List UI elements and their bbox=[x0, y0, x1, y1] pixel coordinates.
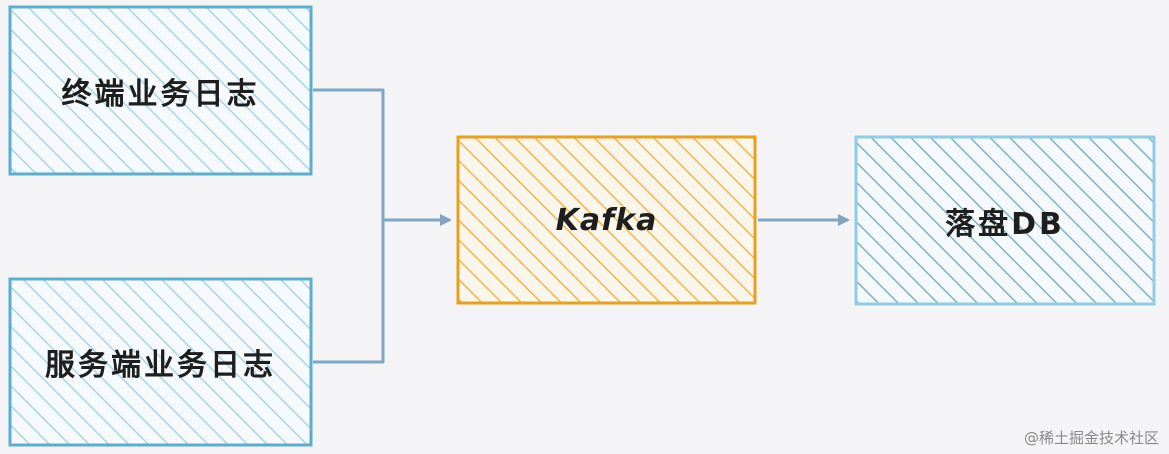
connector-terminal-to-merge bbox=[313, 88, 385, 220]
watermark-text: @稀土掘金技术社区 bbox=[1023, 429, 1159, 447]
node-kafka bbox=[456, 135, 757, 305]
node-server-log bbox=[8, 277, 313, 447]
node-terminal-log bbox=[8, 5, 313, 176]
node-db bbox=[854, 135, 1156, 306]
connector-server-to-merge bbox=[313, 220, 385, 364]
